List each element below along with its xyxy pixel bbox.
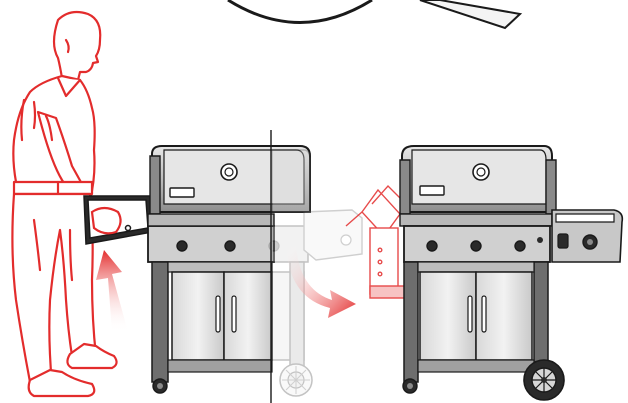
arrow-up-icon xyxy=(96,250,128,332)
grill-right xyxy=(400,146,622,393)
grill-left-ghost xyxy=(269,150,362,396)
tire-icon xyxy=(524,360,564,400)
magnifier-circle xyxy=(228,0,520,28)
hand-detail xyxy=(92,208,121,233)
